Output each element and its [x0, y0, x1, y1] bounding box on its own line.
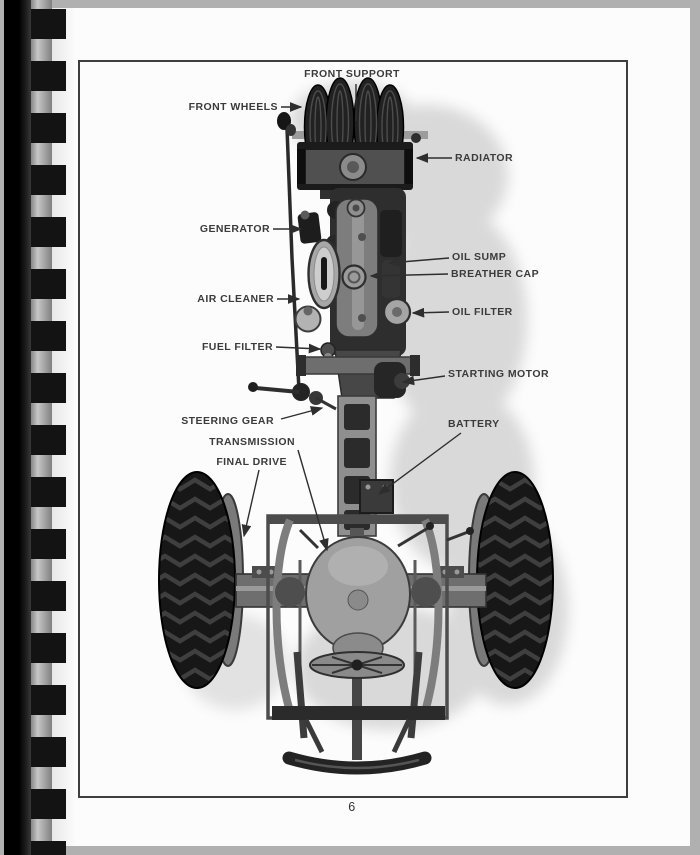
- label-fuel-filter: FUEL FILTER: [201, 341, 273, 353]
- label-front-support: FRONT SUPPORT: [304, 68, 400, 80]
- label-transmission: TRANSMISSION: [209, 436, 295, 448]
- rear-axle-art: [158, 471, 554, 720]
- generator-part: [297, 212, 322, 244]
- label-starting-motor: STARTING MOTOR: [448, 368, 549, 380]
- page-number: 6: [348, 800, 356, 814]
- engine-art: [294, 188, 412, 361]
- label-breather-cap: BREATHER CAP: [451, 268, 540, 280]
- binding-teeth: [29, 0, 66, 855]
- label-air-cleaner: AIR CLEANER: [197, 293, 274, 305]
- battery-part: [359, 479, 394, 514]
- label-steering-gear: STEERING GEAR: [181, 415, 274, 427]
- figure-border-frame: [78, 60, 628, 798]
- comb-binding: [0, 0, 70, 855]
- clutch-housing-art: [248, 349, 420, 411]
- binding-spine: [4, 0, 31, 855]
- starting-motor-part: [374, 362, 406, 398]
- drawbar-art: [272, 651, 445, 775]
- label-oil-filter: OIL FILTER: [452, 306, 513, 318]
- steering-shaft-art: [277, 112, 301, 391]
- label-radiator: RADIATOR: [455, 152, 514, 164]
- leader-lines: [241, 84, 462, 552]
- tractor-top-view-illustration: [158, 77, 568, 775]
- breather-cap-part: [341, 264, 367, 290]
- label-battery: BATTERY: [448, 418, 500, 430]
- label-front-wheels: FRONT WHEELS: [188, 101, 278, 113]
- label-oil-sump: OIL SUMP: [452, 251, 507, 263]
- label-final-drive: FINAL DRIVE: [216, 456, 287, 468]
- steering-gear-part: [292, 383, 310, 401]
- label-generator: GENERATOR: [199, 223, 270, 235]
